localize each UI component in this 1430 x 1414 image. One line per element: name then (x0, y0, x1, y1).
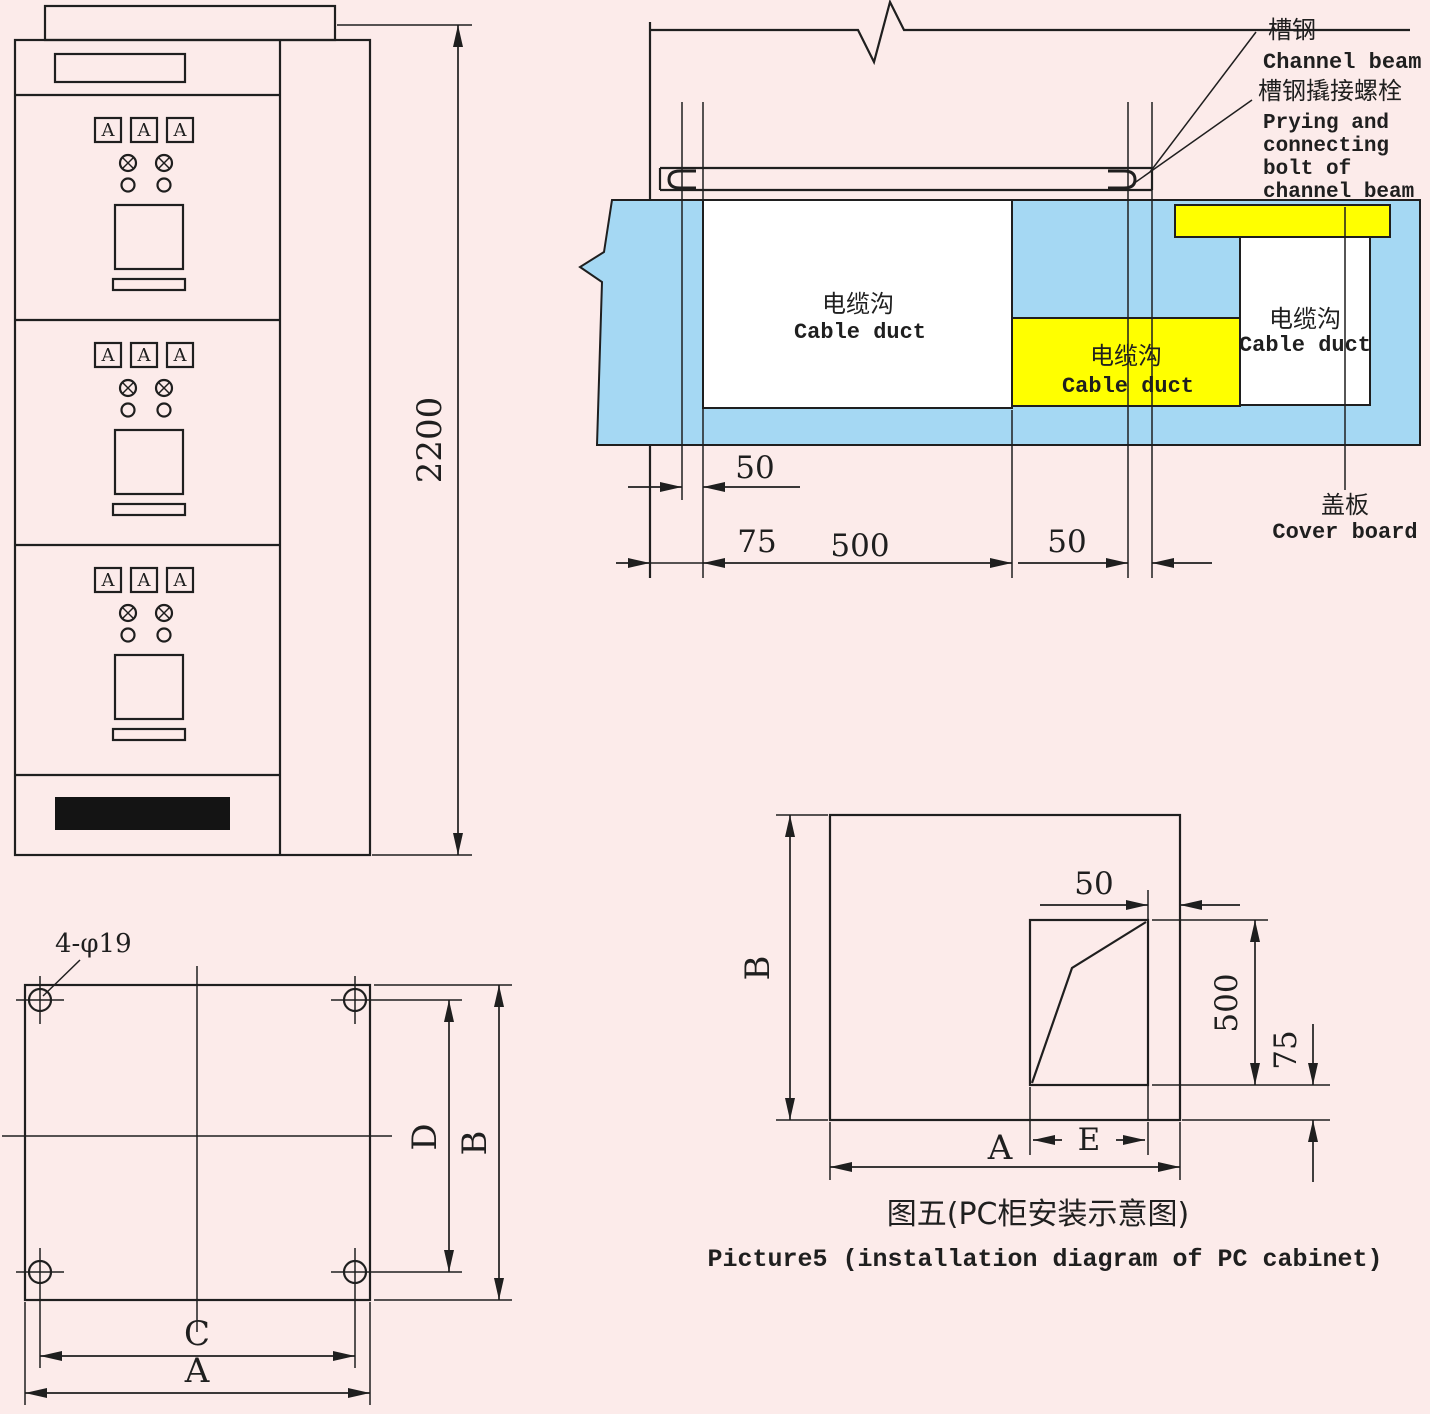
breaker-window (113, 428, 185, 496)
prying-bolt-left (667, 169, 696, 190)
cable-duct3-label-cn: 电缆沟 (1269, 305, 1341, 333)
dim-2200: 2200 (410, 397, 450, 484)
duct-opening (1028, 918, 1150, 1087)
dim-50-label: 50 (1074, 866, 1113, 902)
height-dimension: 2200 (337, 24, 472, 856)
cover-board-label-en: Cover board (1272, 520, 1417, 545)
indicator-lamps (118, 153, 174, 193)
cabinet-footprint (828, 813, 1182, 1122)
cabinet-outline (13, 38, 372, 857)
cable-duct2-label-cn: 电缆沟 (1090, 342, 1162, 370)
channel-beam (658, 166, 1154, 192)
channel-beam-label-en: Channel beam (1263, 50, 1421, 75)
cover-board-label-cn: 盖板 (1321, 491, 1369, 519)
ammeter-label: A (137, 120, 152, 141)
dim-500-label: 500 (1209, 973, 1245, 1032)
bolt-hole (16, 976, 64, 1024)
duct-diagonal (1030, 921, 1147, 1084)
cable-duct1-label-cn: 电缆沟 (822, 290, 894, 318)
cable-duct1-label-en: Cable duct (794, 320, 926, 345)
leader-hole-callout (42, 959, 81, 997)
ammeter-label: A (101, 345, 116, 366)
dim-D: D (331, 999, 462, 1273)
prying-bolt-label-cn: 槽钢撬接螺栓 (1258, 77, 1402, 105)
cabinet-section-3: A A A (93, 566, 195, 742)
dim-50-right: 50 (1047, 524, 1086, 560)
ammeter-label: A (101, 120, 116, 141)
cable-duct-cover-2 (1011, 317, 1241, 407)
prying-bolt-right (1108, 169, 1137, 190)
leader-prying-bolt (1132, 99, 1253, 185)
foundation-section-view: 槽钢 Channel beam 槽钢撬接螺栓 Prying and connec… (578, 0, 1421, 578)
handle-slot (111, 277, 187, 292)
cable-duct-3 (1239, 236, 1371, 406)
dim-B-label: B (455, 1131, 495, 1156)
breaker-window (113, 203, 185, 271)
dim-75: 75 (737, 524, 776, 560)
dim-75-install: 75 (1182, 1024, 1330, 1182)
ammeter-label: A (173, 120, 188, 141)
cabinet-front-view: A A A A A A (13, 4, 472, 857)
dim-B-plan: B (374, 984, 512, 1301)
ammeter-label: A (101, 570, 116, 591)
dim-E-label: E (1078, 1122, 1101, 1158)
dim-50-install: 50 (1040, 866, 1240, 910)
dim-A-plan: A (24, 1302, 371, 1405)
indicator-lamps (118, 378, 174, 418)
dim-C-label: C (184, 1314, 210, 1354)
ammeter-label: A (137, 345, 152, 366)
installation-plan-view: B 50 500 75 E (738, 813, 1330, 1182)
dim-D-label: D (405, 1123, 445, 1150)
cabinet-section-1: A A A (93, 116, 195, 292)
prying-bolt-label-en3: bolt of (1263, 158, 1351, 181)
channel-beam-label-cn: 槽钢 (1268, 16, 1316, 44)
hole-callout: 4-φ19 (55, 929, 132, 959)
foundation-plan-view: 4-φ19 D B C A (2, 929, 512, 1405)
dim-A-install: A (829, 1122, 1181, 1180)
prying-bolt-label-en2: connecting (1263, 135, 1389, 158)
cabinet-nameplate (53, 52, 187, 84)
caption-cn: 图五(PC柜安装示意图) (887, 1197, 1189, 1232)
caption-en: Picture5 (installation diagram of PC cab… (707, 1245, 1382, 1274)
cable-entry-panel (55, 797, 230, 830)
cabinet-top-cap (43, 4, 337, 42)
prying-bolt-label-en1: Prying and (1263, 112, 1389, 135)
handle-slot (111, 727, 187, 742)
dim-C: C (39, 1248, 356, 1368)
dim-500: 500 (830, 528, 889, 564)
cover-board-strip (1174, 204, 1391, 238)
indicator-lamps (118, 603, 174, 643)
ammeter-label: A (173, 345, 188, 366)
cable-duct2-label-en: Cable duct (1062, 374, 1194, 399)
cable-duct3-label-en: Cable duct (1239, 333, 1371, 358)
breaker-window (113, 653, 185, 721)
leader-channel-beam (1149, 31, 1257, 173)
dim-B-label: B (738, 956, 778, 981)
dim-50-left: 50 (735, 450, 774, 486)
floor-line (650, 0, 1410, 66)
prying-bolt-label-en4: channel beam (1263, 181, 1414, 204)
dim-E: E (1029, 1087, 1149, 1158)
dim-row-lower: 75 500 50 (616, 524, 1212, 568)
dim-A-label: A (184, 1351, 210, 1391)
ammeter-label: A (137, 570, 152, 591)
figure-caption: 图五(PC柜安装示意图) Picture5 (installation diag… (707, 1197, 1382, 1274)
dim-A-label: A (987, 1128, 1013, 1168)
handle-slot (111, 502, 187, 517)
dim-500-install: 500 (1152, 919, 1330, 1086)
cable-duct-1 (702, 199, 1013, 409)
cabinet-section-2: A A A (93, 341, 195, 517)
dim-B-install: B (738, 814, 828, 1121)
dim-row-50-left: 50 (628, 450, 800, 492)
dim-75-label: 75 (1268, 1030, 1304, 1069)
ammeter-label: A (173, 570, 188, 591)
